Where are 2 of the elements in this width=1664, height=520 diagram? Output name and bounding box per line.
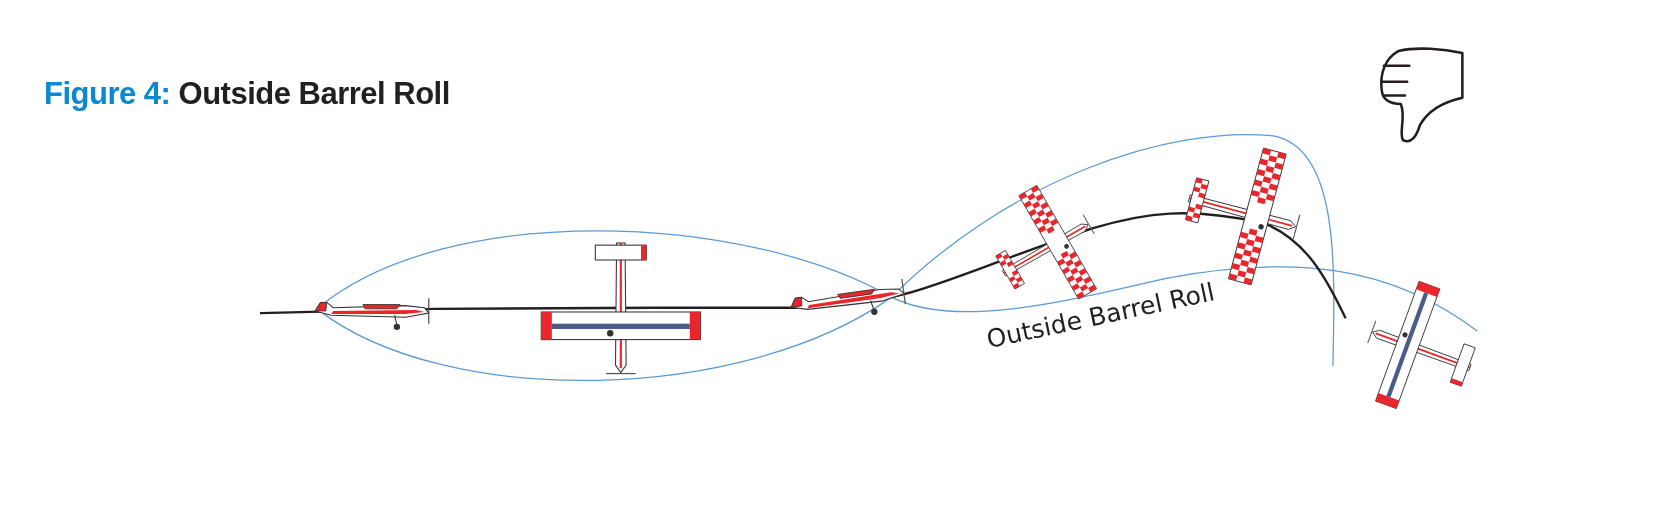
path-label: Outside Barrel Roll xyxy=(983,277,1218,354)
figure-title: Figure 4: Outside Barrel Roll xyxy=(44,76,450,112)
